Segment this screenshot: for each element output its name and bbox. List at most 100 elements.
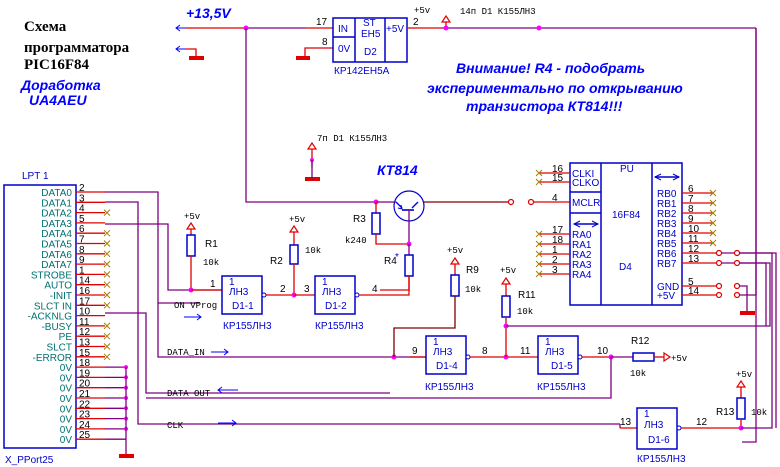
lpt-pin-number: 5 — [79, 214, 85, 225]
pic-pin-number: 2 — [552, 255, 558, 266]
no-connect-icon — [709, 239, 717, 247]
svg-text:1: 1 — [322, 277, 328, 288]
lpt-pin: DATA5 7 — [41, 235, 111, 251]
signal-data-in: DATA_IN — [167, 348, 205, 358]
lpt-pin-number: 1 — [79, 265, 85, 276]
pic-pin-number: 14 — [688, 286, 700, 297]
pic-pin-name: RB1 — [657, 199, 677, 210]
resistor-r11: +5v R11 10k — [500, 266, 536, 357]
bidirectional-arrow-icon — [572, 220, 600, 228]
arrow-right-icon — [184, 313, 202, 321]
no-connect-icon — [103, 250, 111, 258]
pic-pin-number: 3 — [552, 265, 558, 276]
pic-pin-name: +5V — [657, 291, 675, 302]
no-connect-icon — [103, 229, 111, 237]
svg-text:+5v: +5v — [184, 212, 201, 222]
lpt-pin-number: 12 — [79, 327, 91, 338]
lpt-pin-name: 0V — [60, 425, 73, 436]
svg-text:8: 8 — [322, 37, 328, 48]
author-line2: UA4AEU — [29, 92, 87, 108]
svg-text:+5v: +5v — [671, 354, 688, 364]
svg-text:12: 12 — [696, 417, 708, 428]
lpt-pin-name: DATA6 — [41, 250, 72, 261]
vcc-pin-note: 14п D1 К155ЛН3 — [460, 7, 536, 17]
svg-text:9: 9 — [412, 346, 418, 357]
signal-on-vprog: ON VProg — [174, 301, 217, 311]
resistor-r4: R4 * — [380, 244, 414, 291]
pic-pin-number: 9 — [688, 214, 694, 225]
jumper-vcc[interactable] — [715, 291, 741, 299]
lpt-pin-number: 23 — [79, 410, 91, 421]
pic16f84-d4: PU 16F84 D4 CLKI16CLKO15MCLR4RA017RA118R… — [535, 162, 717, 306]
lpt-connector — [3, 184, 77, 449]
warning-note-line2: экспериментально по открыванию — [427, 80, 683, 96]
svg-text:1: 1 — [210, 279, 216, 290]
lpt-pin-number: 17 — [79, 296, 91, 307]
pic-pin-name: RA4 — [572, 270, 592, 281]
no-connect-icon — [103, 209, 111, 216]
svg-text:2: 2 — [280, 284, 286, 295]
jumper-gnd[interactable] — [715, 282, 741, 290]
lpt-pin-number: 7 — [79, 235, 85, 246]
no-connect-icon — [709, 189, 717, 197]
svg-text:13: 13 — [620, 417, 632, 428]
wire-data3-vprog — [105, 223, 222, 291]
lpt-pin-number: 3 — [79, 193, 85, 204]
lpt-pin-name: -BUSY — [41, 322, 72, 333]
lpt-pin: DATA1 3 — [41, 193, 105, 209]
pic-pin-number: 12 — [688, 244, 700, 255]
pic-pin-name: RB6 — [657, 249, 677, 260]
lpt-pin-number: 4 — [79, 204, 85, 215]
mclr-jumper[interactable] — [507, 198, 535, 206]
arrow-left-icon — [217, 386, 238, 394]
lpt-pin-number: 16 — [79, 286, 91, 297]
no-connect-icon — [535, 270, 543, 278]
lpt-title: LPT 1 — [22, 171, 49, 182]
pic-pin-number: 8 — [688, 204, 694, 215]
svg-text:ЛН3: ЛН3 — [545, 347, 565, 358]
gate-d1-2: 3 1 ЛН3 D1-2 КР155ЛН3 4 — [294, 275, 410, 332]
pic-pin: RA4 3 — [535, 265, 592, 281]
pic-pin: RB6 12 — [657, 244, 716, 260]
svg-text:4: 4 — [372, 284, 378, 295]
pic-pin-number: 10 — [688, 224, 700, 235]
svg-text:11: 11 — [520, 346, 531, 357]
lpt-pin-number: 25 — [79, 430, 91, 441]
lpt-pin-name: DATA1 — [41, 198, 72, 209]
no-connect-icon — [103, 271, 111, 278]
svg-text:10k: 10k — [203, 258, 219, 268]
pic-pin-number: 17 — [552, 225, 564, 236]
resistor-r13: +5v R13 10k — [716, 370, 767, 428]
svg-text:D1-2: D1-2 — [325, 301, 347, 312]
pic-pin-name: CLKI — [572, 169, 594, 180]
lpt-pin-name: 0V — [60, 384, 73, 395]
svg-text:+5v: +5v — [289, 215, 306, 225]
lpt-pin-name: SLCT IN — [34, 301, 72, 312]
svg-text:R12: R12 — [631, 336, 650, 347]
svg-text:R3: R3 — [353, 214, 366, 225]
gate-d1-6: 13 1 ЛН3 D1-6 КР155ЛН3 12 — [620, 407, 741, 465]
pic-pin-number: 15 — [552, 173, 564, 184]
lpt-pin-name: DATA5 — [41, 240, 72, 251]
lpt-pin-number: 15 — [79, 348, 91, 359]
pic-pin-name: GND — [657, 282, 679, 293]
transistor-label: КТ814 — [377, 162, 418, 178]
signal-clk: CLK — [167, 421, 184, 431]
pic-pin-number: 4 — [552, 193, 558, 204]
lpt-pin-number: 8 — [79, 245, 85, 256]
jumper-rb7[interactable] — [715, 259, 741, 267]
pic-pin-name: RB2 — [657, 209, 677, 220]
